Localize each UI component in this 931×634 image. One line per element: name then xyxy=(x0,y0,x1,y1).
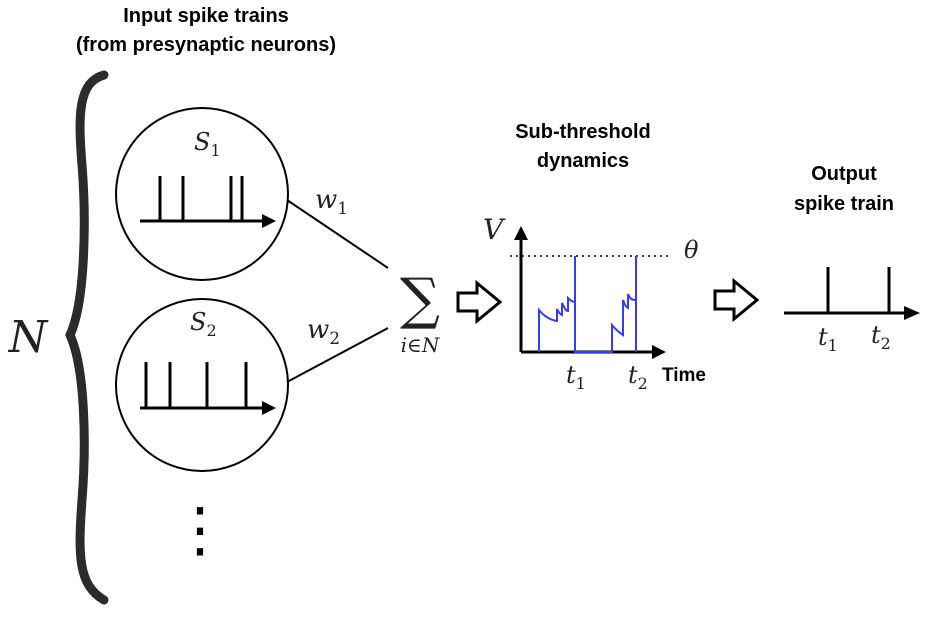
s1-label: S1 xyxy=(194,128,221,160)
flow-arrow-2 xyxy=(713,277,760,323)
time-axis-label: Time xyxy=(662,365,706,386)
output-spike-train xyxy=(784,267,920,320)
input-neuron-s2: S2 xyxy=(115,298,289,472)
synapse-line-w1 xyxy=(286,199,389,269)
voltage-axis-label: V xyxy=(483,213,506,246)
synapse-line-w2 xyxy=(286,327,389,383)
flow-arrow-1 xyxy=(456,279,503,325)
weight-w1: w1 xyxy=(315,185,348,219)
output-heading-line2: spike train xyxy=(794,193,894,215)
membrane-voltage-plot xyxy=(510,226,672,359)
subthreshold-heading-line1: Sub-threshold xyxy=(515,121,651,143)
s2-spike-train xyxy=(140,362,276,415)
population-label: N xyxy=(8,312,49,363)
weight-w2: w2 xyxy=(307,315,340,349)
output-t1: t1 xyxy=(818,323,838,355)
population-brace xyxy=(65,70,109,605)
subthreshold-heading-line2: dynamics xyxy=(537,150,629,172)
input-neuron-s1: S1 xyxy=(115,107,289,281)
voltage-plot-t1: t1 xyxy=(566,361,586,393)
input-heading-line2: (from presynaptic neurons) xyxy=(76,34,336,56)
output-t2: t2 xyxy=(871,321,891,353)
summation-sign: ∑ xyxy=(400,267,440,332)
threshold-label: θ xyxy=(684,236,699,264)
s2-label: S2 xyxy=(190,308,217,340)
more-neurons-ellipsis: ⋮ xyxy=(170,495,230,565)
voltage-plot-t2: t2 xyxy=(628,361,648,393)
output-heading-line1: Output xyxy=(811,163,877,185)
membrane-trace xyxy=(538,256,637,353)
input-heading-line1: Input spike trains xyxy=(123,5,289,27)
s1-spike-train xyxy=(140,176,276,228)
summation-index: i∈N xyxy=(401,333,441,357)
